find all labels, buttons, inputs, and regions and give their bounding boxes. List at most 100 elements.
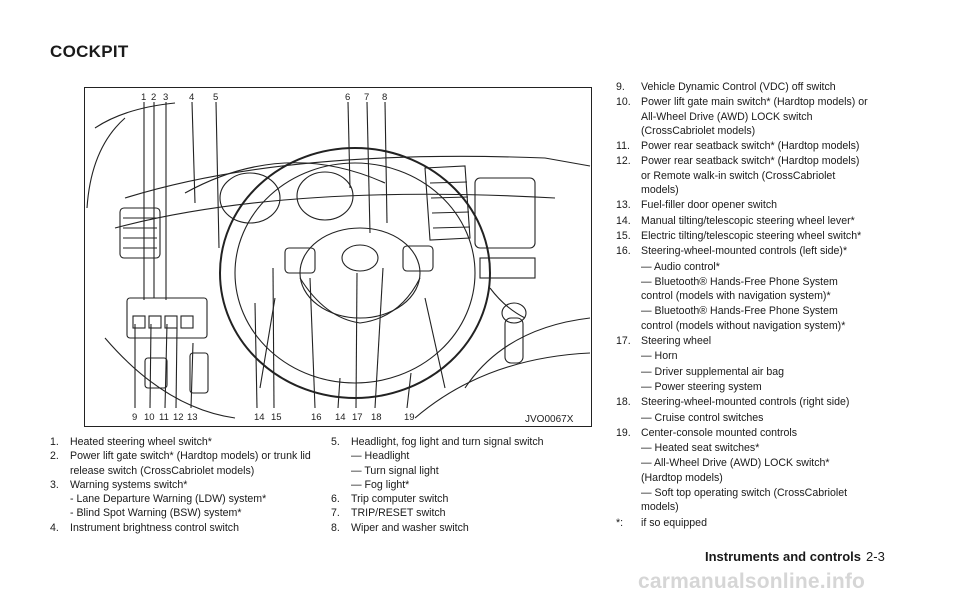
list-item-number: 9. bbox=[616, 81, 625, 93]
list-item-text: Trip computer switch bbox=[351, 493, 449, 506]
list-item-number: 6. bbox=[331, 493, 340, 506]
list-item: 13. Fuel-filler door opener switch bbox=[616, 198, 869, 212]
list-item-text: Power lift gate switch* (Hardtop models)… bbox=[70, 450, 311, 477]
callout-number: 13 bbox=[187, 412, 198, 423]
list-item-number: 1. bbox=[50, 436, 59, 448]
list-subitem-text: — All-Wheel Drive (AWD) LOCK switch* (Ha… bbox=[641, 457, 830, 484]
list-subitem-text: — Horn bbox=[641, 350, 678, 363]
list-subitem-text: — Cruise control switches bbox=[641, 411, 764, 424]
list-subitem: — Heated seat switches* bbox=[616, 441, 869, 455]
list-item-text: Manual tilting/telescopic steering wheel… bbox=[641, 214, 855, 227]
callout-number: 6 bbox=[345, 92, 350, 103]
list-item: 9.Vehicle Dynamic Control (VDC) off swit… bbox=[616, 80, 869, 94]
list-item-number: 7. bbox=[331, 507, 340, 520]
watermark: carmanualsonline.info bbox=[638, 570, 866, 593]
list-item: 3.Warning systems switch* bbox=[50, 478, 315, 492]
list-subitem-text: — Audio control* bbox=[641, 260, 720, 273]
list-subitem-text: — Driver supplemental air bag bbox=[641, 365, 785, 378]
list-item-text: Power lift gate main switch* (Hardtop mo… bbox=[641, 96, 868, 137]
callout-number: 15 bbox=[271, 412, 282, 423]
figure-code: JVO0067X bbox=[525, 414, 574, 425]
list-item-text: Power rear seatback switch* (Hardtop mod… bbox=[641, 140, 860, 153]
list-subitem-text: — Bluetooth® Hands-Free Phone System con… bbox=[641, 305, 846, 332]
list-item-text: Headlight, fog light and turn signal swi… bbox=[351, 436, 544, 448]
list-subitem: — Soft top operating switch (CrossCabrio… bbox=[616, 486, 869, 515]
list-item: 11. Power rear seatback switch* (Hardtop … bbox=[616, 139, 869, 153]
callout-number: 5 bbox=[213, 92, 218, 103]
list-subitem-text: - Lane Departure Warning (LDW) system* bbox=[70, 493, 267, 506]
list-item: 4. Instrument brightness control switch bbox=[50, 521, 315, 535]
list-subitem-text: — Bluetooth® Hands-Free Phone System con… bbox=[641, 275, 838, 303]
callout-number: 14 bbox=[335, 412, 346, 423]
list-subitem: — All-Wheel Drive (AWD) LOCK switch* (Ha… bbox=[616, 456, 869, 485]
footer-section-title: Instruments and controls bbox=[705, 549, 862, 564]
list-subitem: — Bluetooth® Hands-Free Phone System con… bbox=[616, 275, 869, 304]
list-item: *:if so equipped bbox=[616, 516, 869, 530]
list-subitem: — Driver supplemental air bag bbox=[616, 365, 869, 379]
callout-number: 2 bbox=[151, 92, 156, 103]
list-item: 19.Center-console mounted controls bbox=[616, 426, 869, 440]
list-item: 7. TRIP/RESET switch bbox=[331, 506, 579, 520]
list-item-number: 10. bbox=[616, 96, 631, 109]
list-item-number: 3. bbox=[50, 478, 59, 491]
list-subitem: — Power steering system bbox=[616, 380, 869, 394]
callout-number: 19 bbox=[404, 412, 415, 423]
list-item-text: if so equipped bbox=[641, 516, 707, 529]
list-item-text: Electric tilting/telescopic steering whe… bbox=[641, 229, 862, 242]
callout-number: 14 bbox=[254, 412, 265, 423]
callout-list-column-1: 1.Heated steering wheel switch*2. Power l… bbox=[50, 435, 315, 535]
callout-number: 17 bbox=[352, 412, 363, 423]
list-item-number: 11. bbox=[616, 140, 630, 153]
list-item: 18.Steering-wheel-mounted controls (righ… bbox=[616, 395, 869, 409]
list-subitem-text: — Headlight bbox=[351, 450, 410, 463]
list-item: 14. Manual tilting/telescopic steering wh… bbox=[616, 214, 869, 228]
list-item-text: Power rear seatback switch* (Hardtop mod… bbox=[641, 155, 860, 197]
list-item: 15.Electric tilting/telescopic steering … bbox=[616, 229, 869, 243]
list-item: 10. Power lift gate main switch* (Hardtop… bbox=[616, 95, 869, 138]
list-subitem: — Horn bbox=[616, 349, 869, 363]
callout-list-column-3: 9.Vehicle Dynamic Control (VDC) off swit… bbox=[616, 80, 869, 531]
list-subitem: — Bluetooth® Hands-Free Phone System con… bbox=[616, 304, 869, 333]
list-item-number: 5. bbox=[331, 436, 340, 448]
callout-number: 1 bbox=[141, 92, 146, 103]
list-item-number: 14. bbox=[616, 214, 631, 227]
list-item-number: 12. bbox=[616, 155, 631, 168]
list-item-text: TRIP/RESET switch bbox=[351, 507, 446, 520]
list-item: 12. Power rear seatback switch* (Hardtop … bbox=[616, 154, 869, 197]
list-item: 1.Heated steering wheel switch* bbox=[50, 435, 315, 449]
list-item-text: Instrument brightness control switch bbox=[70, 521, 239, 534]
list-subitem: — Audio control* bbox=[616, 260, 869, 274]
list-subitem-text: — Power steering system bbox=[641, 380, 762, 393]
list-item: 2. Power lift gate switch* (Hardtop model… bbox=[50, 449, 315, 478]
callout-number: 9 bbox=[132, 412, 137, 423]
list-item-text: Wiper and washer switch bbox=[351, 521, 469, 534]
list-item-text: Fuel-filler door opener switch bbox=[641, 199, 778, 212]
callout-number: 7 bbox=[364, 92, 369, 103]
list-item-number: 19. bbox=[616, 426, 631, 439]
callout-number: 18 bbox=[371, 412, 382, 423]
list-item-number: 4. bbox=[50, 521, 59, 534]
list-item: 8. Wiper and washer switch bbox=[331, 521, 579, 535]
a-pillar-line bbox=[94, 102, 176, 129]
list-subitem: — Cruise control switches bbox=[616, 411, 869, 425]
list-item: 6. Trip computer switch bbox=[331, 492, 579, 506]
list-item-text: Steering-wheel-mounted controls (right s… bbox=[641, 396, 850, 409]
list-item-number: 2. bbox=[50, 450, 59, 463]
list-item: 17.Steering wheel bbox=[616, 334, 869, 348]
list-item-number: 13. bbox=[616, 199, 631, 212]
callout-number: 16 bbox=[311, 412, 322, 423]
list-item-number: 8. bbox=[331, 521, 340, 534]
list-item-text: Steering wheel bbox=[641, 335, 712, 348]
list-item-text: Steering-wheel-mounted controls (left si… bbox=[641, 245, 848, 258]
callout-number: 4 bbox=[189, 92, 194, 103]
list-item-number: 16. bbox=[616, 245, 631, 258]
list-subitem: — Fog light* bbox=[331, 478, 579, 492]
list-subitem: - Lane Departure Warning (LDW) system* bbox=[50, 492, 315, 506]
list-subitem-text: — Heated seat switches* bbox=[641, 442, 760, 455]
list-item: 5. Headlight, fog light and turn signal s… bbox=[331, 435, 579, 449]
callout-number: 8 bbox=[382, 92, 387, 103]
